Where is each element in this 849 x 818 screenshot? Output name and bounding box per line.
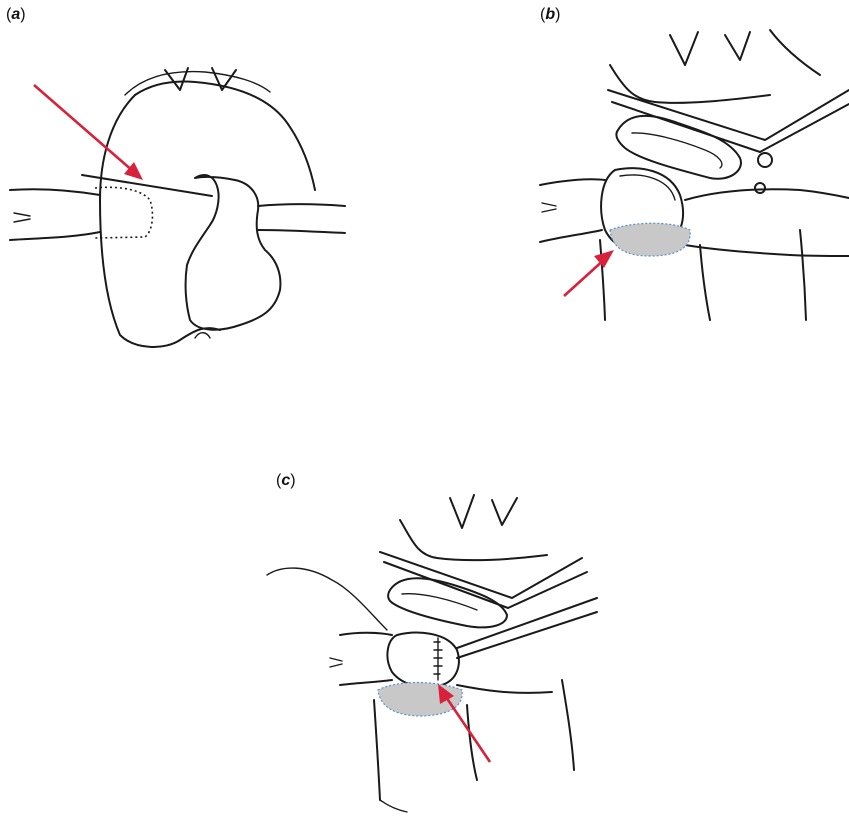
- panel-c-drawing: [262, 480, 602, 818]
- panel-a-drawing: [0, 0, 360, 360]
- panel-c-illustration: [262, 480, 602, 818]
- panel-a-illustration: [0, 0, 360, 360]
- grey-highlight-b: [610, 223, 690, 256]
- panel-b-illustration: [520, 20, 849, 340]
- grey-highlight-c: [378, 683, 462, 717]
- panel-b-drawing: [520, 20, 849, 340]
